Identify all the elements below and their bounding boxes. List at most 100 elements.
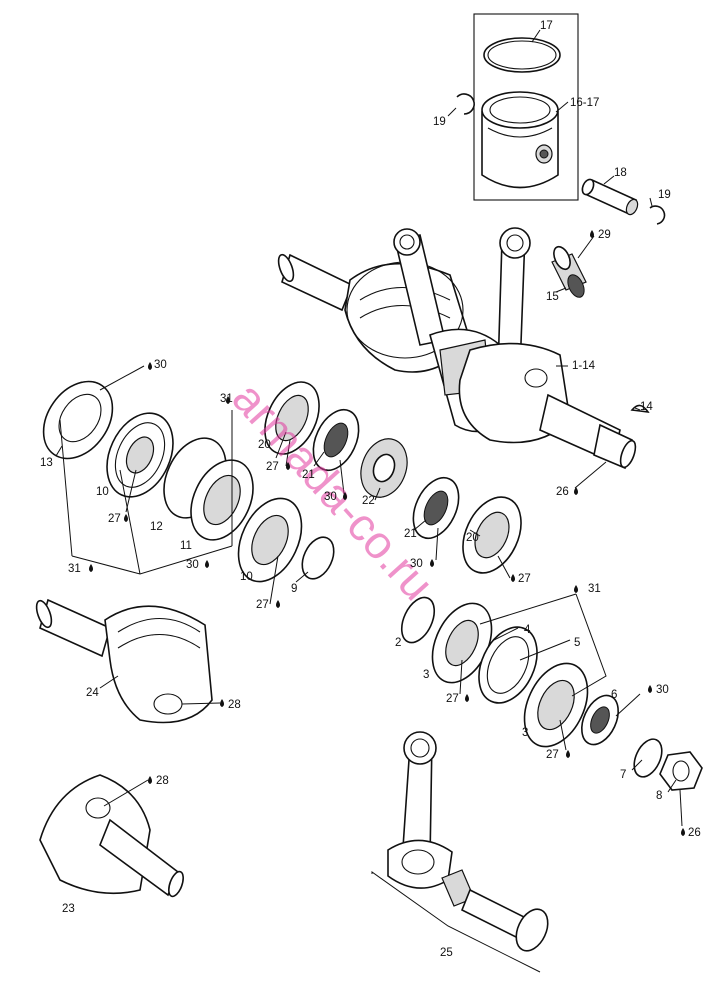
oil-drop-icon	[681, 828, 685, 836]
label-28-upper: 28	[228, 699, 241, 711]
oil-drop-icon	[343, 492, 347, 500]
label-23: 23	[62, 903, 75, 915]
label-29: 29	[598, 229, 611, 241]
seal-21-lower	[412, 476, 460, 540]
label-20-lower: 20	[466, 532, 479, 544]
label-14: 14	[640, 401, 653, 413]
piston-pin-18	[581, 178, 639, 216]
connecting-rod-25	[387, 731, 549, 952]
circlip-19-left	[456, 93, 475, 115]
oil-drop-icon	[89, 564, 93, 572]
oil-drop-icon	[430, 559, 434, 567]
label-31-right: 31	[588, 583, 601, 595]
label-3-upper: 3	[423, 669, 429, 681]
label-11: 11	[180, 540, 192, 552]
label-30-right: 30	[656, 684, 669, 696]
oil-drop-icon	[648, 685, 652, 693]
crank-half-24	[35, 598, 213, 724]
label-12: 12	[150, 521, 163, 533]
piston-16-17	[481, 91, 559, 189]
label-31-lower: 31	[68, 563, 81, 575]
oil-drop-icon	[511, 574, 515, 582]
oil-drop-icon	[286, 462, 290, 470]
label-20-upper: 20	[258, 439, 271, 451]
oil-drop-icon	[276, 600, 280, 608]
oil-drop-icon	[590, 230, 594, 238]
label-18: 18	[614, 167, 627, 179]
oil-drop-icon	[574, 585, 578, 593]
label-1-14: 1-14	[572, 360, 596, 372]
oil-drop-icon	[148, 362, 152, 370]
shim-5	[486, 636, 530, 694]
oil-drop-icon	[124, 514, 128, 522]
label-30-lower: 30	[410, 558, 423, 570]
label-7: 7	[620, 769, 626, 781]
label-27-lower: 27	[446, 693, 459, 705]
leader-lines	[55, 29, 683, 973]
oil-drop-icon	[226, 396, 230, 404]
label-21-lower: 21	[404, 528, 417, 540]
oil-drop-icon	[566, 750, 570, 758]
ball-bearing-20-upper	[264, 381, 320, 455]
label-25: 25	[440, 947, 453, 959]
label-27-bottom: 27	[546, 749, 559, 761]
label-17: 17	[540, 20, 553, 32]
label-4: 4	[524, 624, 531, 636]
woodruff-key-14	[630, 404, 650, 414]
part-labels: 17 16-17 19 18 19 29 15 1-14 14 26 30 13…	[40, 20, 701, 959]
label-27-upper: 27	[266, 461, 279, 473]
label-28-lower: 28	[156, 775, 169, 787]
ball-bearing-10-center	[237, 497, 303, 583]
seal-21-upper	[312, 408, 360, 472]
oil-drop-icon	[148, 776, 152, 784]
label-24: 24	[86, 687, 99, 699]
label-6: 6	[611, 689, 617, 701]
label-27-center: 27	[256, 599, 269, 611]
label-31-upper: 31	[220, 393, 233, 405]
ring-2	[400, 596, 436, 644]
ball-bearing-20-lower	[462, 496, 522, 574]
nut-8	[659, 751, 703, 791]
label-26-bottom: 26	[688, 827, 701, 839]
label-27-right: 27	[518, 573, 531, 585]
washer-7	[633, 738, 663, 778]
label-3-lower: 3	[522, 727, 528, 739]
oil-drop-icon	[205, 560, 209, 568]
label-22: 22	[362, 495, 375, 507]
label-19-right: 19	[658, 189, 671, 201]
crankshaft-assembly-1-14	[277, 227, 637, 470]
label-9: 9	[291, 583, 297, 595]
label-19-left: 19	[433, 116, 446, 128]
oil-drop-icon	[465, 694, 469, 702]
label-30-center: 30	[324, 491, 337, 503]
oil-drop-icons	[89, 230, 685, 836]
gear-22	[360, 438, 408, 498]
label-26-top: 26	[556, 486, 569, 498]
label-30-left: 30	[154, 359, 167, 371]
shim-4	[478, 626, 538, 704]
label-15: 15	[546, 291, 559, 303]
crank-half-23	[39, 774, 184, 898]
oil-drop-icon	[574, 487, 578, 495]
label-10-left: 10	[96, 486, 109, 498]
label-2: 2	[395, 637, 401, 649]
label-13: 13	[40, 457, 53, 469]
ring-9	[301, 536, 335, 580]
label-30-mid: 30	[186, 559, 199, 571]
needle-bearing-15	[551, 245, 587, 298]
label-27-left: 27	[108, 513, 121, 525]
seal-6	[581, 694, 619, 746]
circlip-19-right	[649, 205, 666, 225]
seal-11	[190, 459, 254, 541]
ball-bearing-3-upper	[431, 602, 493, 684]
ball-bearing-3-lower	[523, 662, 589, 748]
label-10-center: 10	[240, 571, 253, 583]
piston-ring-17	[483, 37, 561, 73]
label-8: 8	[656, 790, 662, 802]
oil-drop-icon	[220, 699, 224, 707]
label-5: 5	[574, 637, 580, 649]
thrust-washer-13	[42, 380, 114, 460]
ball-bearing-10-left	[106, 412, 174, 498]
label-16-17: 16-17	[570, 97, 599, 109]
